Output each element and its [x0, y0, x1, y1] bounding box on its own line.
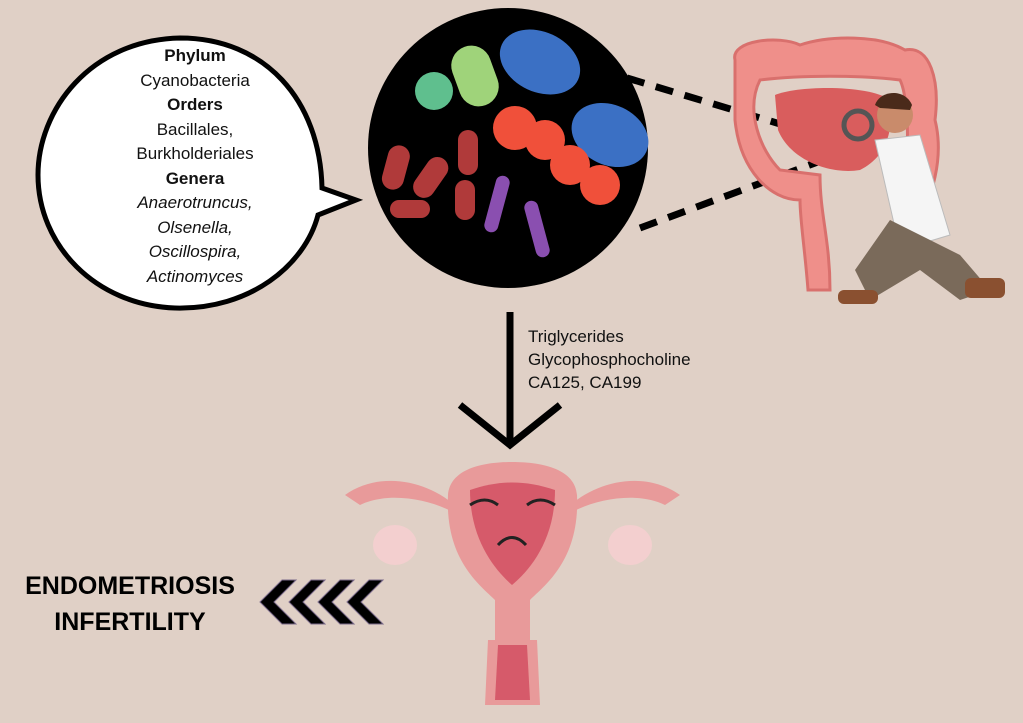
genus-item: Anaerotruncus,	[137, 193, 253, 212]
intestine-icon	[733, 36, 940, 292]
genus-item: Actinomyces	[146, 266, 244, 286]
uterus-icon	[345, 462, 680, 705]
genus-item: Olsenella,	[157, 217, 233, 237]
phylum-item: Cyanobacteria	[140, 70, 250, 90]
order-item: Burkholderiales	[136, 144, 254, 163]
biomarker-item: Triglycerides	[528, 327, 624, 346]
scientist-icon	[838, 92, 1005, 304]
outcome-endometriosis: ENDOMETRIOSIS	[25, 572, 235, 600]
outcome-label: ENDOMETRIOSIS INFERTILITY	[10, 568, 250, 640]
biomarker-item: Glycophosphocholine	[528, 350, 691, 369]
genus-item: Oscillospira,	[148, 242, 242, 261]
genera-heading: Genera	[165, 168, 225, 188]
down-arrow-icon	[457, 312, 563, 450]
phylum-heading: Phylum	[164, 46, 226, 65]
orders-heading: Orders	[167, 95, 223, 114]
order-item: Bacillales,	[156, 119, 234, 139]
speech-bubble	[35, 35, 364, 311]
outcome-infertility: INFERTILITY	[54, 608, 206, 636]
biomarker-item: CA125, CA199	[528, 373, 642, 392]
biomarker-list: Triglycerides Glycophosphocholine CA125,…	[528, 325, 691, 394]
taxa-bubble-text: Phylum Cyanobacteria Orders Bacillales, …	[45, 44, 345, 289]
microbiome-circle-icon	[368, 8, 649, 288]
left-chevrons-icon	[259, 579, 385, 625]
